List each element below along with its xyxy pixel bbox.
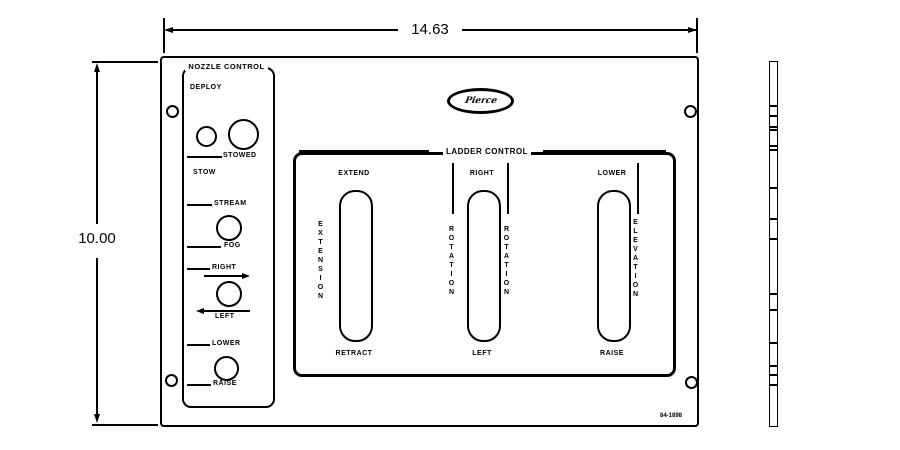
mounting-hole-bottom-left xyxy=(165,374,178,387)
mounting-hole-top-right xyxy=(684,105,697,118)
extend-label: EXTEND xyxy=(338,170,370,177)
extension-lever-slot xyxy=(339,190,373,342)
right-left-switch xyxy=(216,281,242,307)
extension-axis-label: EXTENSION xyxy=(317,221,324,302)
side-view-tick xyxy=(770,129,777,131)
nozzle-panel-title: NOZZLE CONTROL xyxy=(178,62,275,71)
right-pointer-line xyxy=(187,268,210,270)
dim-extension-line-right xyxy=(696,18,698,53)
dim-line-left-lower-segment xyxy=(96,258,98,420)
deploy-label: DEPLOY xyxy=(190,84,222,91)
dim-arrow-right xyxy=(688,27,697,33)
nozzle-panel-title-text: NOZZLE CONTROL xyxy=(185,62,268,71)
lower-pointer-line xyxy=(187,344,210,346)
right-label: RIGHT xyxy=(212,264,237,271)
dim-arrow-down xyxy=(94,414,100,423)
ladder-title-bar-left xyxy=(299,150,429,155)
dim-line-top-left-segment xyxy=(166,29,398,31)
stream-fog-switch xyxy=(216,215,242,241)
elevation-lever-slot xyxy=(597,190,631,342)
deploy-indicator-small xyxy=(196,126,217,147)
stream-label: STREAM xyxy=(214,200,247,207)
side-view-tick xyxy=(770,105,777,107)
raise-pointer-line xyxy=(187,384,211,386)
dim-extension-line-top xyxy=(92,61,158,63)
rotation-lever-slot xyxy=(467,190,501,342)
side-view xyxy=(769,61,778,427)
rotation-right-label: RIGHT xyxy=(469,170,495,177)
side-view-tick xyxy=(770,293,777,295)
stowed-label: STOWED xyxy=(223,152,257,159)
side-view-tick xyxy=(770,115,777,117)
lower-raise-switch xyxy=(214,356,239,381)
right-arrow-shaft xyxy=(204,275,243,277)
dim-arrow-left xyxy=(164,27,173,33)
dim-extension-line-left xyxy=(163,18,165,53)
retract-label: RETRACT xyxy=(335,350,373,357)
side-view-tick xyxy=(770,126,777,128)
elevation-divider-line xyxy=(637,163,639,214)
mounting-hole-bottom-right xyxy=(685,376,698,389)
elevation-raise-label: RAISE xyxy=(600,350,624,357)
rotation-left-divider-line xyxy=(452,163,454,214)
side-view-tick xyxy=(770,384,777,386)
side-view-tick xyxy=(770,218,777,220)
right-arrow-icon xyxy=(242,273,250,279)
stow-label: STOW xyxy=(193,169,216,176)
elevation-axis-label: ELEVATION xyxy=(632,219,639,300)
left-arrow-shaft xyxy=(203,310,250,312)
side-view-tick xyxy=(770,187,777,189)
dim-line-left-upper-segment xyxy=(96,66,98,224)
side-view-tick xyxy=(770,374,777,376)
part-number: 84-1898 xyxy=(660,413,683,419)
brand-logo: Pierce xyxy=(447,88,514,114)
mounting-hole-top-left xyxy=(166,105,179,118)
ladder-panel-title: LADDER CONTROL xyxy=(425,147,549,156)
fog-pointer-line xyxy=(187,246,221,248)
side-view-tick xyxy=(770,238,777,240)
side-view-tick xyxy=(770,309,777,311)
fog-label: FOG xyxy=(224,242,241,249)
ladder-panel-title-text: LADDER CONTROL xyxy=(442,147,532,156)
elevation-lower-label: LOWER xyxy=(597,170,627,177)
side-view-tick xyxy=(770,365,777,367)
side-view-tick xyxy=(770,342,777,344)
side-view-tick xyxy=(770,145,777,147)
stowed-pointer-line xyxy=(187,156,222,158)
brand-logo-text: Pierce xyxy=(463,96,498,106)
left-arrow-icon xyxy=(196,308,204,314)
rotation-right-divider-line xyxy=(507,163,509,214)
dim-height-value: 10.00 xyxy=(70,230,124,247)
dim-extension-line-bottom xyxy=(92,424,158,426)
rotation-left-label: LEFT xyxy=(472,350,492,357)
ladder-title-bar-right xyxy=(543,150,666,155)
rotation-axis-label-left: ROTATION xyxy=(448,226,455,298)
lower-label: LOWER xyxy=(212,340,241,347)
raise-label: RAISE xyxy=(213,380,237,387)
side-view-tick xyxy=(770,149,777,151)
deploy-stow-switch xyxy=(228,119,259,150)
dim-line-top-right-segment xyxy=(462,29,696,31)
left-label: LEFT xyxy=(215,313,235,320)
stream-pointer-line xyxy=(187,204,212,206)
rotation-axis-label-right: ROTATION xyxy=(503,226,510,298)
dim-width-value: 14.63 xyxy=(404,21,456,38)
dim-arrow-up xyxy=(94,63,100,72)
